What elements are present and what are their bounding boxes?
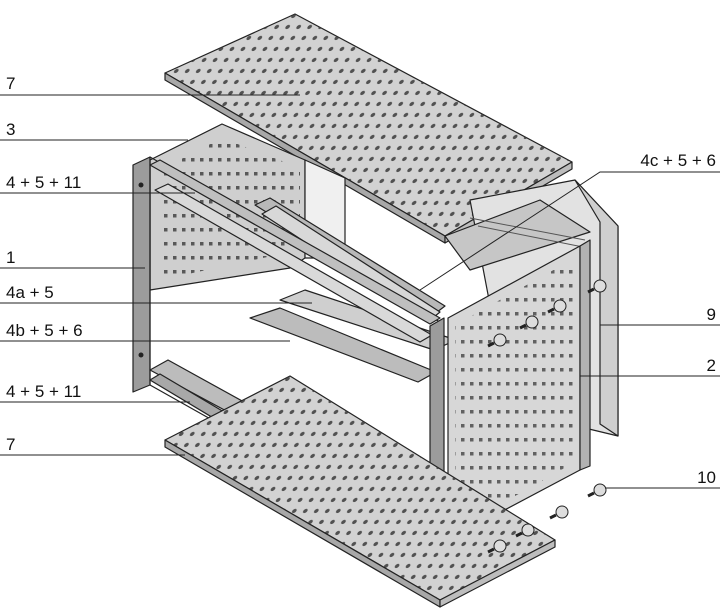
- screw-icon: [587, 483, 607, 498]
- callout-bottom-front-rail: 4 + 5 + 11: [6, 382, 81, 401]
- screw-icon: [487, 539, 507, 554]
- bottom-cover: [164, 375, 556, 608]
- screw-icon: [549, 505, 569, 520]
- callout-guide-rail-a: 4a + 5: [6, 283, 54, 302]
- screw-icon: [515, 523, 535, 538]
- side-panel-right: [447, 239, 591, 541]
- callout-guide-rail-b: 4b + 5 + 6: [6, 321, 83, 340]
- screw-icon: [547, 299, 567, 314]
- callout-top-cover: 7: [6, 74, 15, 93]
- screw-icon: [519, 315, 539, 330]
- callout-top-front-rail: 4 + 5 + 11: [6, 173, 81, 192]
- screw-icon: [487, 333, 507, 348]
- callout-rear-panel: 9: [707, 305, 716, 324]
- callout-rear-rail: 4c + 5 + 6: [640, 151, 716, 170]
- callout-labels: 7 3 4 + 5 + 11 1 4a + 5 4b + 5 + 6 4 + 5…: [6, 74, 716, 487]
- screw-icon: [587, 279, 607, 294]
- callout-front-flange: 1: [6, 248, 15, 267]
- callout-bottom-cover: 7: [6, 435, 15, 454]
- callout-side-panel-left: 3: [6, 120, 15, 139]
- callout-side-panel-right: 2: [707, 356, 716, 375]
- leader-lines: [0, 94, 720, 489]
- screws: [487, 279, 607, 554]
- callout-screw: 10: [697, 468, 716, 487]
